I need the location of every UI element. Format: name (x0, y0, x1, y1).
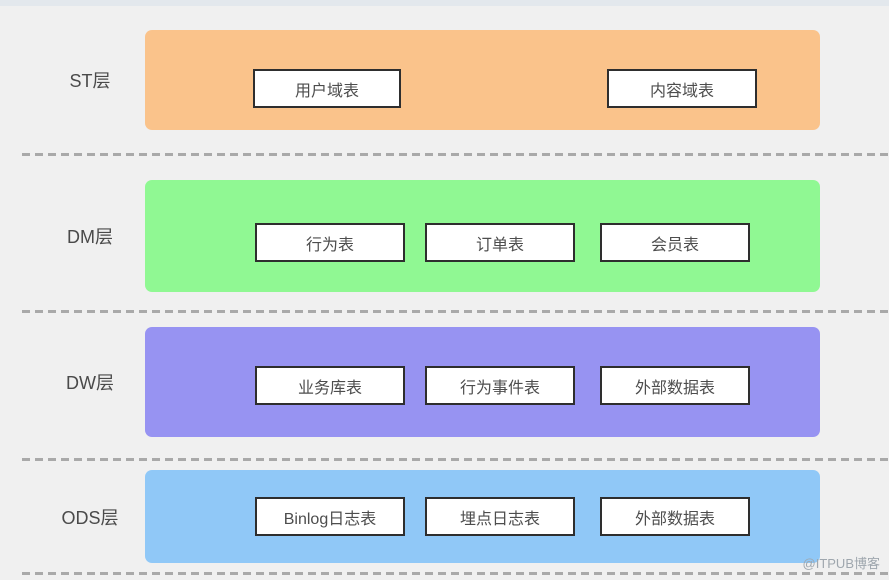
layer-label-ods: ODS层 (61, 507, 119, 528)
layer-row-ods: ODS层 Binlog日志表 埋点日志表 外部数据表 (0, 470, 889, 563)
table-box-label: 内容域表 (649, 82, 714, 100)
table-box-label: 行为事件表 (459, 379, 540, 397)
table-box: 业务库表 (255, 366, 405, 405)
table-box: 订单表 (425, 223, 575, 262)
dashed-separator (22, 572, 889, 575)
table-box: 内容域表 (607, 69, 757, 108)
layer-label-st: ST层 (69, 71, 111, 91)
table-box: Binlog日志表 (255, 497, 405, 536)
table-box-label: 订单表 (475, 236, 524, 254)
top-bar (0, 0, 889, 6)
table-box: 用户域表 (253, 69, 401, 108)
layer-label-dw: DW层 (66, 373, 114, 393)
layer-row-dm: DM层 行为表 订单表 会员表 (0, 180, 889, 292)
layer-label-dm: DM层 (67, 227, 113, 247)
layer-row-st: ST层 用户域表 内容域表 (0, 30, 889, 130)
dashed-separator (22, 458, 889, 461)
table-box: 会员表 (600, 223, 750, 262)
table-box: 行为事件表 (425, 366, 575, 405)
dashed-separator (22, 153, 889, 156)
table-box-label: 用户域表 (294, 82, 359, 100)
table-box-label: Binlog日志表 (283, 510, 377, 528)
table-box-label: 外部数据表 (634, 510, 715, 528)
table-box-label: 业务库表 (297, 379, 362, 397)
table-box: 外部数据表 (600, 497, 750, 536)
table-box-label: 行为表 (305, 236, 354, 254)
watermark: @ITPUB博客 (802, 556, 880, 571)
table-box: 外部数据表 (600, 366, 750, 405)
table-box: 埋点日志表 (425, 497, 575, 536)
table-box-label: 埋点日志表 (459, 510, 540, 528)
table-box-label: 外部数据表 (634, 379, 715, 397)
table-box: 行为表 (255, 223, 405, 262)
layer-row-dw: DW层 业务库表 行为事件表 外部数据表 (0, 327, 889, 437)
table-box-label: 会员表 (650, 236, 699, 254)
dashed-separator (22, 310, 889, 313)
